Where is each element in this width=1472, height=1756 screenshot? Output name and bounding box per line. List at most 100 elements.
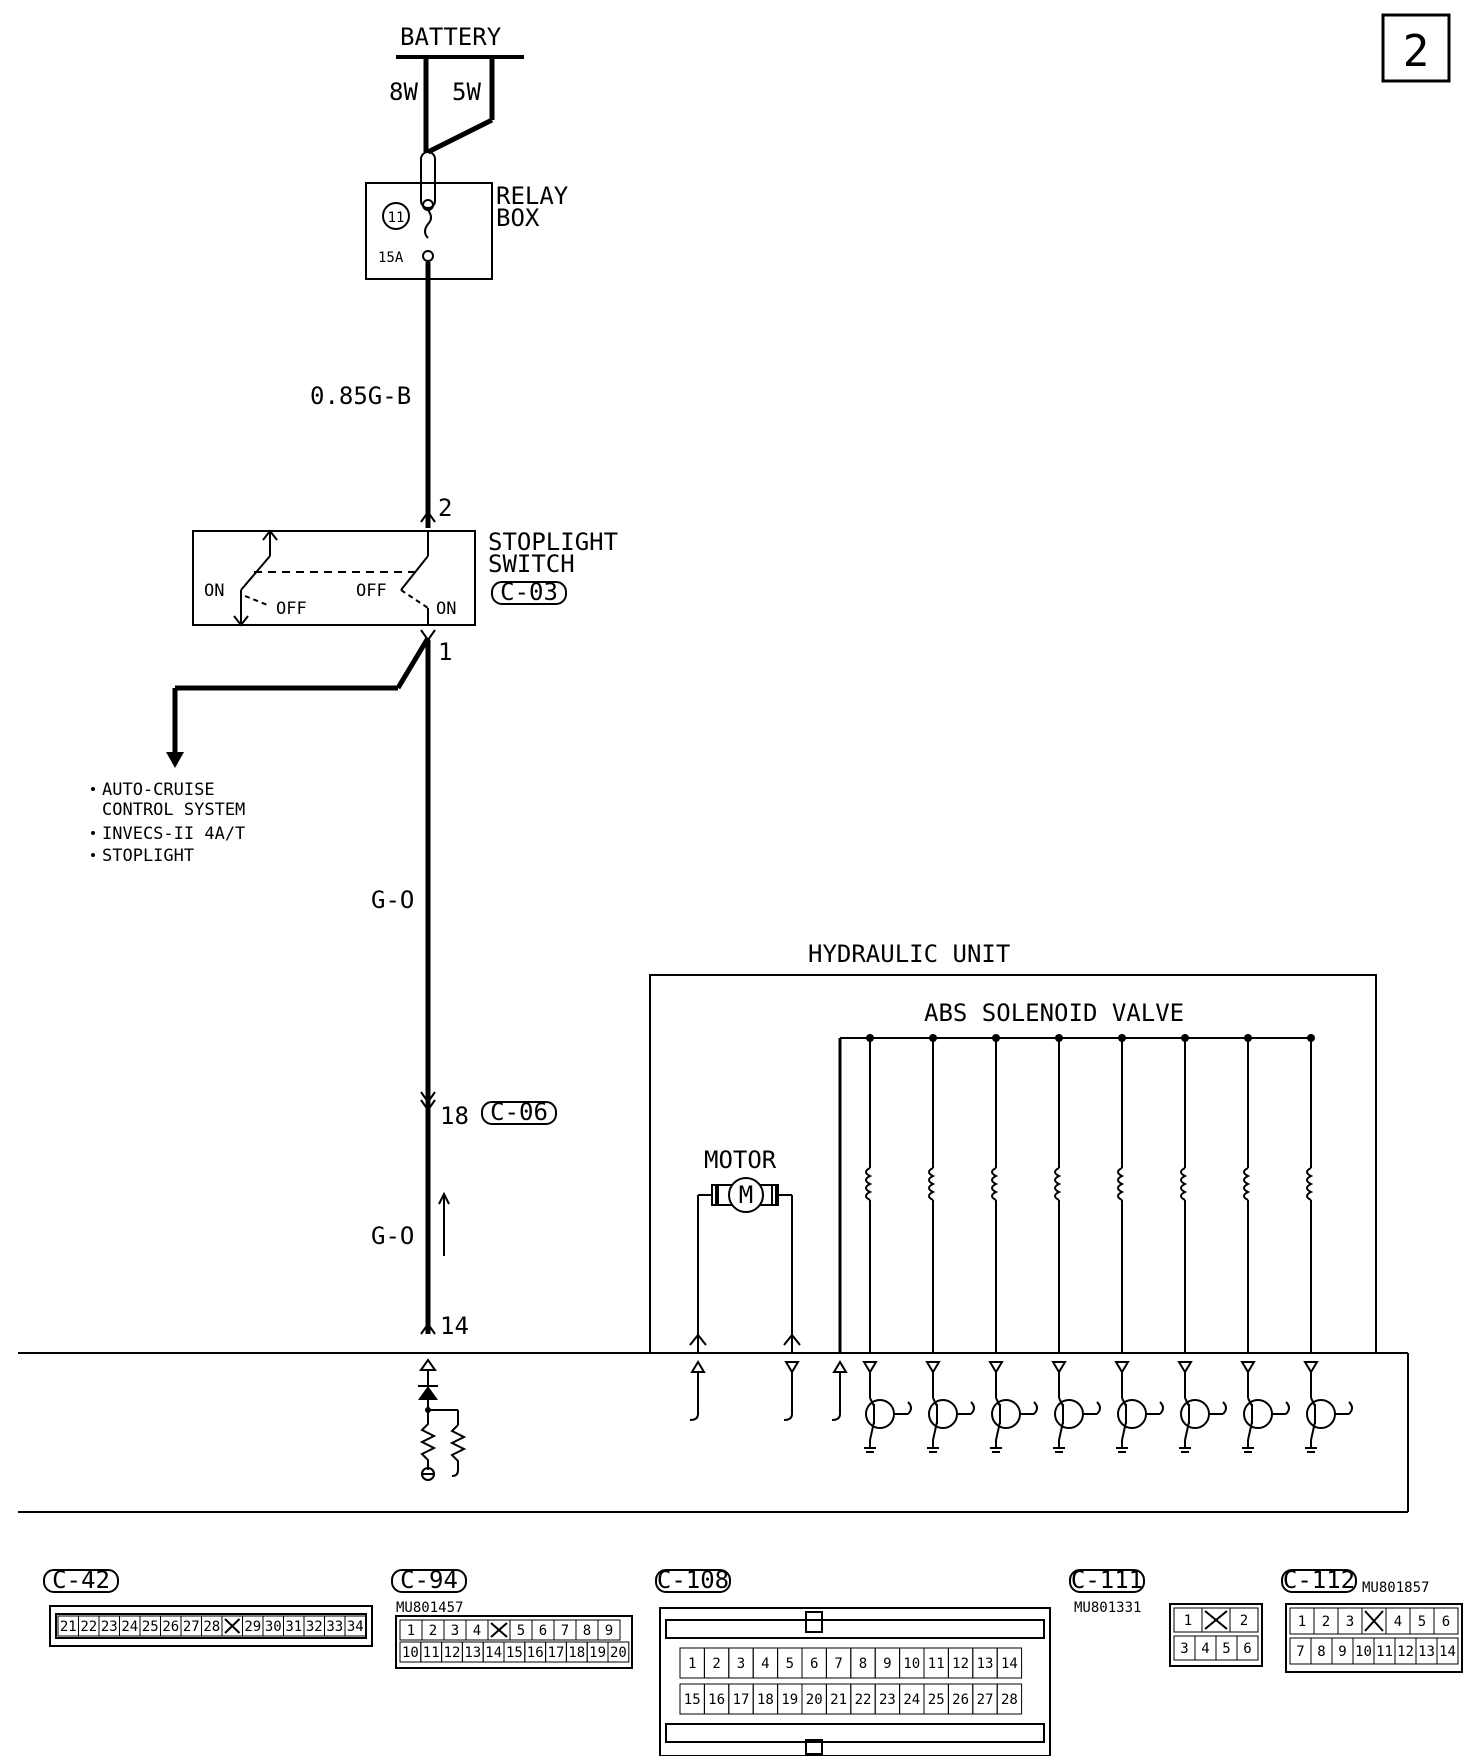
c111-name: C-111: [1071, 1566, 1143, 1594]
connector-pin: 25: [928, 1692, 945, 1708]
switch-on-left: ON: [204, 581, 224, 601]
connector-pin: 2: [429, 1623, 437, 1639]
connector-pin: 8: [1317, 1644, 1325, 1660]
transistor-icon: [1116, 1397, 1164, 1453]
connector-pin: 9: [883, 1656, 891, 1672]
connector-pin: 14: [485, 1645, 502, 1661]
connector-pin: 20: [806, 1692, 823, 1708]
wire-middle-label: G-O: [371, 886, 414, 914]
c94-part: MU801457: [396, 1600, 463, 1616]
connector-pin: 29: [244, 1619, 261, 1635]
hydraulic-unit: HYDRAULIC UNIT ABS SOLENOID VALVE MOTOR …: [649, 940, 1377, 1354]
connector-pin: 26: [952, 1692, 969, 1708]
fuse-number-circle: [382, 202, 410, 230]
connector-pin: 17: [548, 1645, 565, 1661]
connector-pin: 10: [903, 1656, 920, 1672]
connector-pin: 9: [1338, 1644, 1346, 1660]
connector-pin: 27: [977, 1692, 994, 1708]
connector-pin: 14: [1439, 1644, 1456, 1660]
connector-pin: 5: [517, 1623, 525, 1639]
c42-name: C-42: [52, 1566, 110, 1594]
solenoid-coil-icon: [1243, 1167, 1251, 1201]
transistor-icon: [1179, 1397, 1227, 1453]
wire-lower-pin: 14: [440, 1312, 469, 1340]
transistor-icon: [1053, 1397, 1101, 1453]
branch-note-4: STOPLIGHT: [102, 846, 194, 866]
connector-pin: 6: [1442, 1614, 1450, 1630]
transistor-icon: [1305, 1397, 1353, 1453]
transistor-icon: [864, 1397, 912, 1453]
connector-pin: 12: [952, 1656, 969, 1672]
connector-pin: 7: [834, 1656, 842, 1672]
connector-pin: 26: [162, 1619, 179, 1635]
solenoid-coils: [865, 1034, 1315, 1353]
solenoid-coil-icon: [1306, 1167, 1314, 1201]
relay-box-label-1: RELAY: [496, 182, 569, 210]
connector-pin: 18: [757, 1692, 774, 1708]
connector-pin: 13: [1418, 1644, 1435, 1660]
connector-pin: 2: [712, 1656, 720, 1672]
c112-name: C-112: [1283, 1566, 1355, 1594]
switch-off-left: OFF: [276, 599, 307, 619]
connector-pin: 15: [506, 1645, 523, 1661]
junction-connector: C-06: [490, 1098, 548, 1126]
page-number: 2: [1403, 26, 1430, 77]
connector-pin: 23: [879, 1692, 896, 1708]
connector-pin: 1: [688, 1656, 696, 1672]
solenoid-drivers: [862, 1361, 1353, 1453]
page-number-box: 2: [1381, 13, 1451, 83]
connector-pin: 3: [1346, 1614, 1354, 1630]
connector-pin: 8: [859, 1656, 867, 1672]
connector-pin: 19: [589, 1645, 606, 1661]
connector-pin: 20: [610, 1645, 627, 1661]
connector-pin: 16: [527, 1645, 544, 1661]
fuse-8w-label: 8W: [389, 78, 418, 106]
connector-pin: 21: [60, 1619, 77, 1635]
connector-pin: 6: [810, 1656, 818, 1672]
transistor-icon: [1242, 1397, 1290, 1453]
connector-pin: 30: [265, 1619, 282, 1635]
solenoid-coil-icon: [1117, 1167, 1125, 1201]
connector-pin: 7: [1296, 1644, 1304, 1660]
connector-pin: 4: [761, 1656, 769, 1672]
connector-pin: 24: [121, 1619, 138, 1635]
connector-pin: 25: [142, 1619, 159, 1635]
switch-label-1: STOPLIGHT: [488, 528, 618, 556]
valve-label: ABS SOLENOID VALVE: [924, 999, 1184, 1027]
connector-pin: 12: [444, 1645, 461, 1661]
connector-pin: 3: [451, 1623, 459, 1639]
connector-pin: 1: [1298, 1614, 1306, 1630]
connector-pin: 22: [855, 1692, 872, 1708]
connector-pin: 5: [1418, 1614, 1426, 1630]
connector-pin: 3: [737, 1656, 745, 1672]
solenoid-coil-icon: [865, 1167, 873, 1201]
hydraulic-unit-label: HYDRAULIC UNIT: [808, 940, 1010, 968]
branch-note-3: INVECS-II 4A/T: [102, 824, 245, 844]
battery-label: BATTERY: [400, 23, 502, 51]
switch-connector: C-03: [500, 578, 558, 606]
connector-pin: 1: [407, 1623, 415, 1639]
connector-pin: 8: [583, 1623, 591, 1639]
transistor-icon: [990, 1397, 1038, 1453]
connector-pin: 4: [1201, 1641, 1209, 1657]
connector-pin: 34: [347, 1619, 364, 1635]
fuse-5w-label: 5W: [452, 78, 481, 106]
abs-ecu: [18, 1352, 1409, 1513]
connector-pin: 11: [423, 1645, 440, 1661]
switch-pin-top: 2: [438, 494, 452, 522]
connector-pin: 4: [1394, 1614, 1402, 1630]
solenoid-coil-icon: [1180, 1167, 1188, 1201]
branch-note-1: AUTO-CRUISE: [102, 780, 215, 800]
connector-pin: 2: [1240, 1613, 1248, 1629]
connector-pin: 7: [561, 1623, 569, 1639]
connector-pin: 10: [402, 1645, 419, 1661]
connector-pin: 11: [928, 1656, 945, 1672]
transistor-icon: [927, 1397, 975, 1453]
connector-pin: 32: [306, 1619, 323, 1635]
connector-pin: 24: [903, 1692, 920, 1708]
solenoid-coil-icon: [1054, 1167, 1062, 1201]
solenoid-coil-icon: [991, 1167, 999, 1201]
